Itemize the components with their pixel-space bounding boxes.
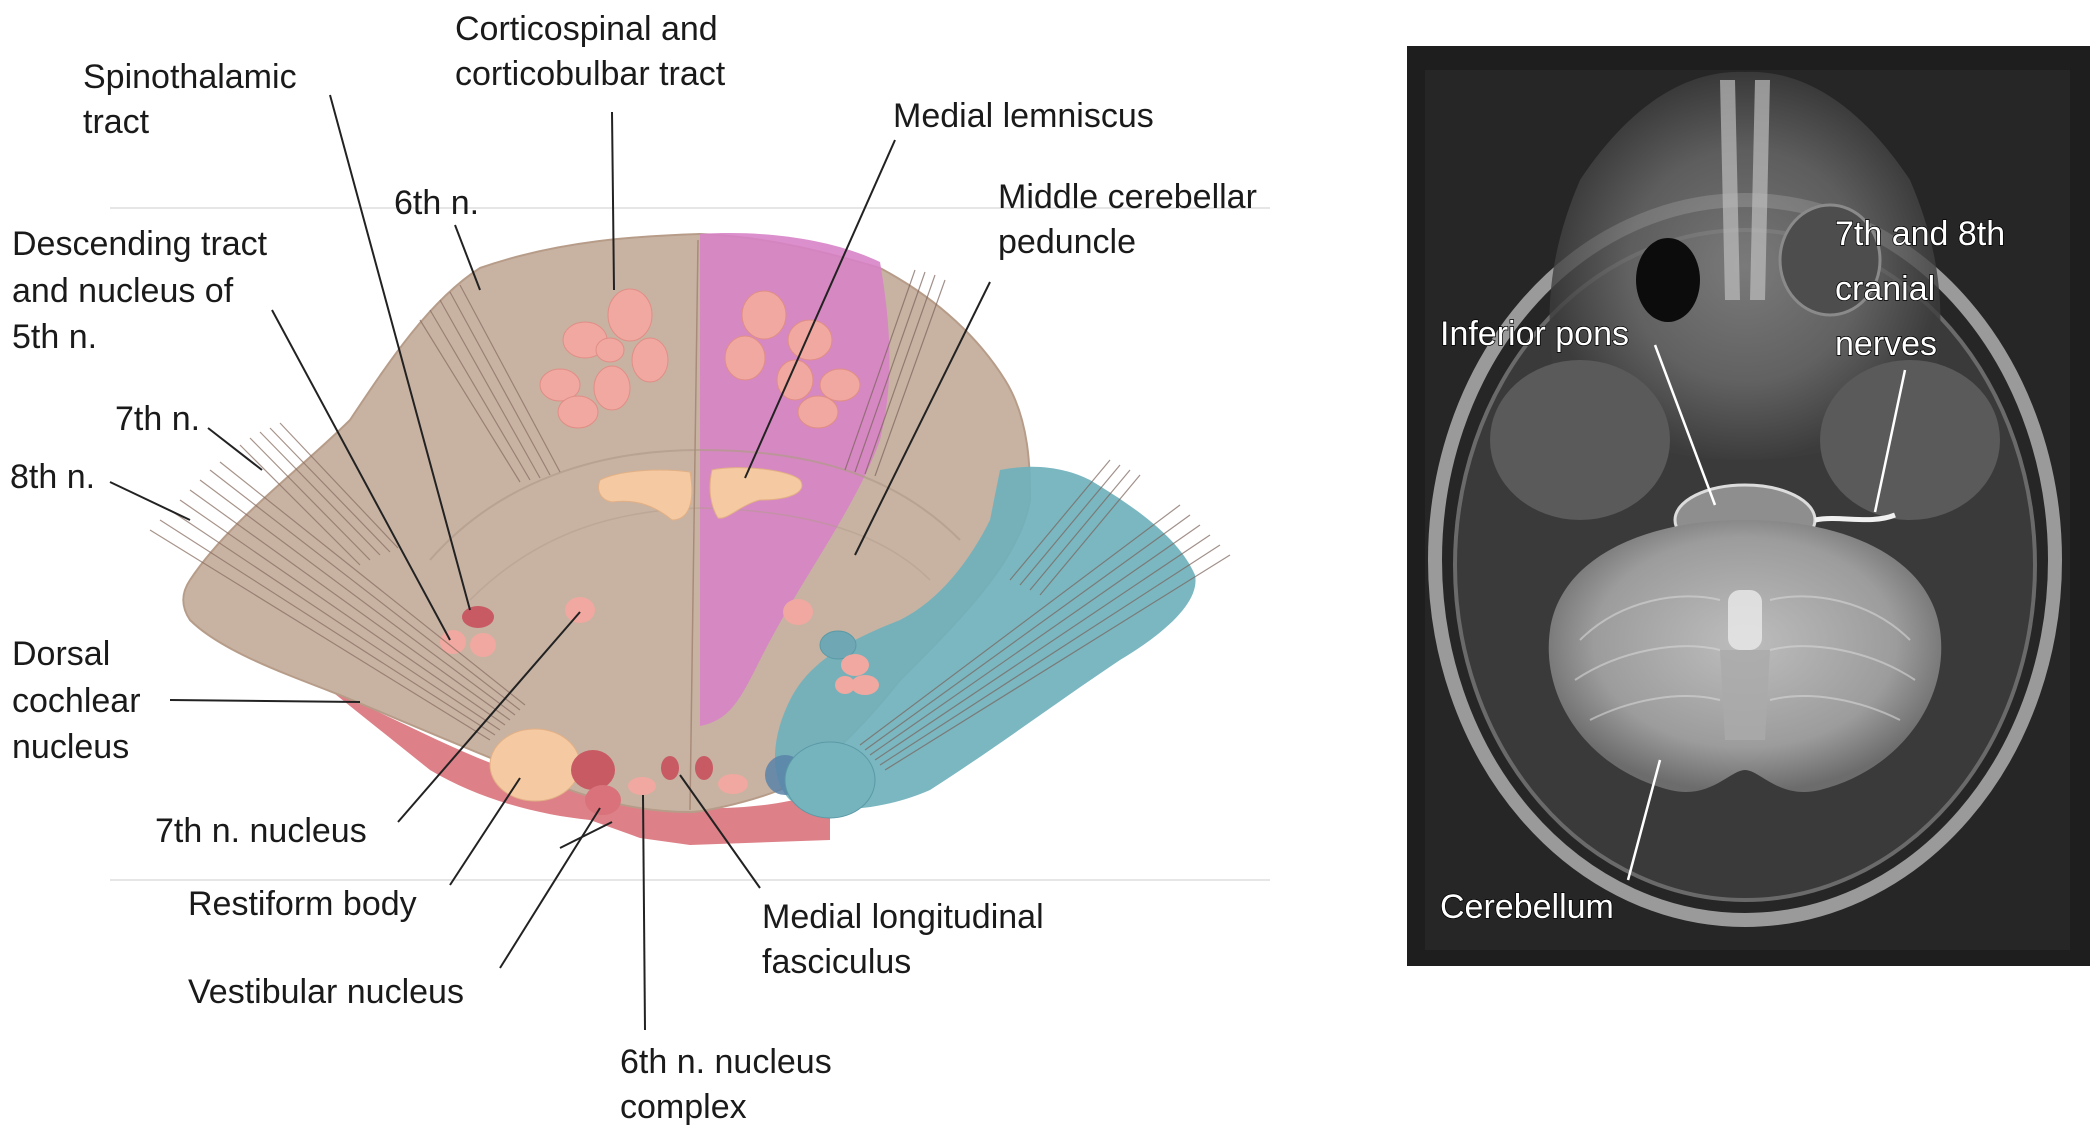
mri-right-orbit — [1778, 203, 1882, 317]
label-spinothalamic-line2: tract — [83, 103, 150, 141]
nerve-fibers-left — [149, 284, 561, 741]
label-descending-line3: 5th n. — [12, 318, 97, 356]
label-seventh-nucleus: 7th n. nucleus — [155, 812, 367, 850]
mri-leader-cerebellum — [1626, 759, 1662, 881]
right-nucleus-a — [783, 599, 813, 625]
diagram-labels: Corticospinal and corticobulbar tract Sp… — [10, 10, 1257, 1126]
right-seventh-nucleus — [784, 741, 876, 819]
mri-label-nerves-line1: 7th and 8th — [1835, 215, 2005, 253]
label-sixth-complex-line2: complex — [620, 1088, 747, 1126]
medial-lemniscus-left — [598, 469, 693, 521]
corticospinal-bundles-left — [539, 288, 669, 429]
label-vestibular-nucleus: Vestibular nucleus — [188, 973, 464, 1011]
label-dorsal-line2: cochlear — [12, 682, 141, 720]
label-corticospinal-line1: Corticospinal and — [455, 10, 718, 48]
label-sixth-complex-line1: 6th n. nucleus — [620, 1043, 832, 1081]
seventh-nucleus-small — [565, 597, 595, 623]
label-eighth-n: 8th n. — [10, 458, 95, 496]
mlf-right — [695, 756, 713, 780]
dorsal-base-region — [330, 690, 830, 845]
sixth-nucleus-complex — [628, 777, 656, 795]
restiform-body — [571, 750, 615, 790]
mri-face-region — [1549, 71, 1941, 461]
mri-left-sinus — [1636, 238, 1700, 322]
medial-lemniscus-right — [709, 467, 803, 519]
label-descending-line2: and nucleus of — [12, 272, 234, 310]
ventricle-arc — [429, 448, 961, 561]
label-seventh-n: 7th n. — [115, 400, 200, 438]
nerve-fibers-right — [844, 269, 1231, 771]
label-spinothalamic-line1: Spinothalamic — [83, 58, 297, 96]
vestibular-nucleus — [585, 785, 621, 815]
right-nucleus-c — [841, 654, 869, 676]
mri-vermis — [1720, 650, 1770, 740]
midline — [689, 239, 699, 811]
seventh-nucleus — [489, 728, 581, 802]
label-corticospinal-line2: corticobulbar tract — [455, 55, 726, 93]
mlf-left — [661, 756, 679, 780]
label-restiform-body: Restiform body — [188, 885, 417, 923]
descending-tract-5th-dot-a — [440, 630, 466, 654]
mri-fourth-ventricle — [1728, 590, 1762, 650]
label-sixth-n: 6th n. — [394, 184, 479, 222]
leader-lines — [109, 94, 991, 1031]
right-nucleus-d — [851, 675, 879, 695]
right-nucleus-b — [819, 630, 857, 660]
label-dorsal-line3: nucleus — [12, 728, 129, 766]
label-mlf-line1: Medial longitudinal — [762, 898, 1044, 936]
right-bottom-nucleus — [718, 774, 748, 794]
mri-label-nerves-line2: cranial — [1835, 270, 1935, 308]
mri-leader-pons — [1653, 344, 1717, 506]
label-descending-line1: Descending tract — [12, 225, 268, 263]
label-mlf-line2: fasciculus — [762, 943, 911, 981]
mri-cranial-nerves — [1814, 512, 1896, 523]
mri-label-inferior-pons: Inferior pons — [1440, 315, 1629, 353]
mri-label-nerves-line3: nerves — [1835, 325, 1937, 363]
mri-leader-nerves — [1873, 369, 1907, 513]
label-mcp-line2: peduncle — [998, 223, 1136, 261]
label-dorsal-line1: Dorsal — [12, 635, 110, 673]
label-medial-lemniscus: Medial lemniscus — [893, 97, 1154, 135]
mri-cerebellum-folia — [1574, 595, 1916, 721]
corticospinal-bundles-right — [724, 290, 861, 429]
mri-panel: Inferior pons 7th and 8th cranial nerves… — [1407, 46, 2090, 966]
mri-label-cerebellum: Cerebellum — [1440, 888, 1614, 926]
label-mcp-line1: Middle cerebellar — [998, 178, 1257, 216]
mri-nasal-structures — [1720, 80, 1770, 300]
pons-cross-section — [149, 232, 1231, 845]
descending-tract-5th-dot-b — [470, 633, 496, 657]
right-nucleus-e — [835, 676, 855, 694]
middle-cerebellar-peduncle-region — [775, 466, 1196, 810]
mri-left-temporal — [1490, 360, 1670, 520]
mri-right-temporal — [1820, 360, 2000, 520]
ventricle-arc-inner — [469, 507, 931, 601]
spinothalamic-tract-dot — [462, 606, 494, 628]
